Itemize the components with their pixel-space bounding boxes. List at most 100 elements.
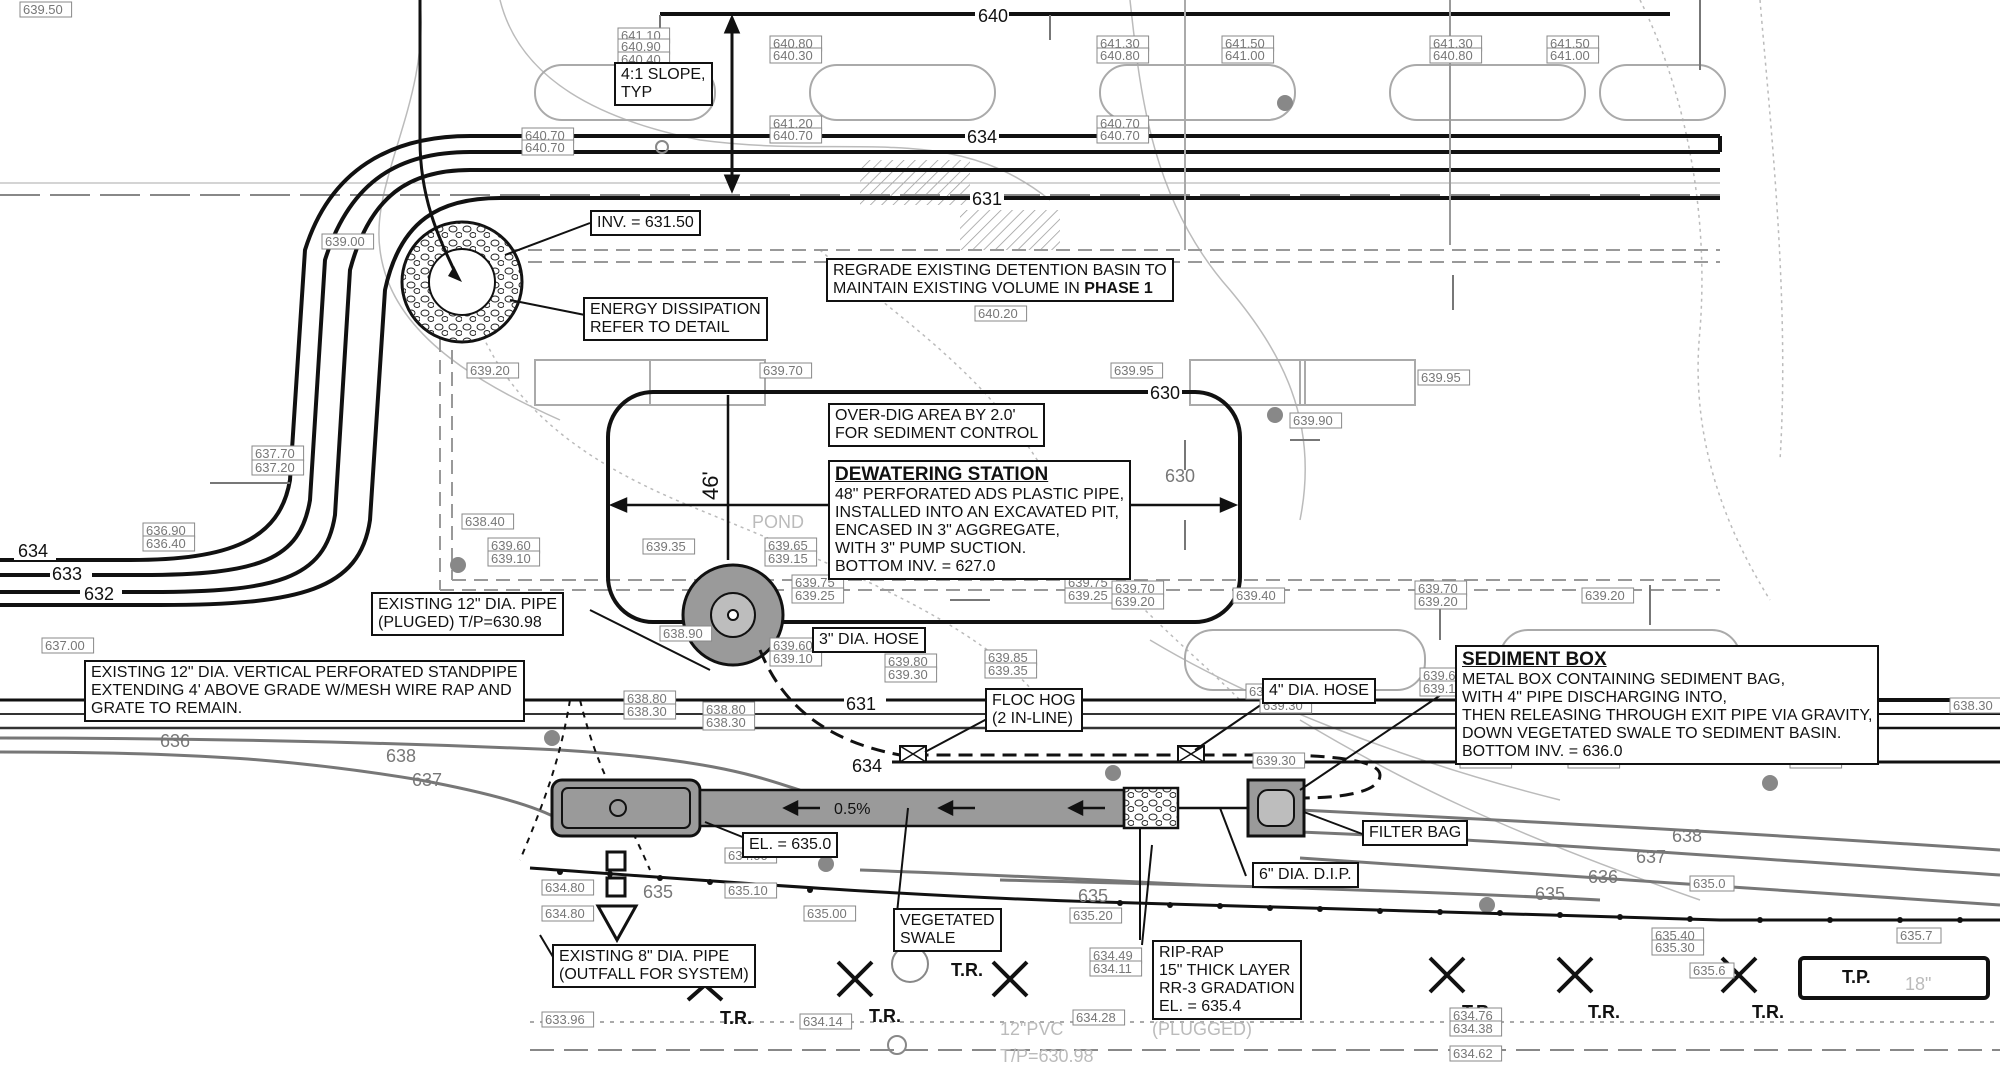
regrade-callout: REGRADE EXISTING DETENTION BASIN TO MAIN… (826, 258, 1174, 302)
spot-elevation: 641.00 (1225, 48, 1265, 63)
spot-elevation: 639.75 (795, 575, 835, 590)
spot-elevation: 639.15 (768, 551, 808, 566)
spot-elevation: 639.30 (888, 667, 928, 682)
tp-label: T.P. (1842, 967, 1871, 987)
contour-633-west: 633 (52, 564, 82, 584)
contour-635-mid: 635 (1078, 886, 1108, 906)
spot-elevation-box (19, 1, 73, 18)
regrade-phase: PHASE 1 (1084, 280, 1153, 297)
dewatering-title: DEWATERING STATION (835, 464, 1049, 485)
spot-elevation-box (1896, 927, 1942, 944)
spot-elevation-box (1651, 939, 1705, 956)
spot-elevation: 637.00 (45, 638, 85, 653)
spot-elevation-box (769, 127, 823, 144)
spot-elevation: 639.10 (1423, 681, 1463, 696)
tr-label-1: T.R. (720, 1008, 752, 1028)
spot-elevation-box (1949, 697, 2000, 714)
sediment-box-body: METAL BOX CONTAINING SEDIMENT BAG, WITH … (1462, 671, 1873, 760)
contour-638-east: 638 (1672, 826, 1702, 846)
spot-elevation: 639.35 (646, 539, 686, 554)
contour-637-west: 637 (412, 770, 442, 790)
spot-elevation: 634.11 (1093, 961, 1132, 976)
spot-elevation-box (1581, 587, 1635, 604)
floc-hog-callout: FLOC HOG (2 IN-LINE) (985, 688, 1083, 732)
hose-3in-callout: 3" DIA. HOSE (812, 627, 926, 653)
spot-elevation-box (702, 714, 756, 731)
invert-callout: INV. = 631.50 (590, 210, 701, 236)
spot-elevation-box (466, 362, 520, 379)
spot-elevation-box (984, 662, 1038, 679)
contour-632-west: 632 (84, 584, 114, 604)
spot-elevation-box (521, 139, 575, 156)
spot-elevation-box (799, 1013, 853, 1030)
spot-elevation: 639.25 (1068, 588, 1108, 603)
spot-elevation: 639.70 (763, 363, 803, 378)
spot-elevation-box (1449, 1045, 1503, 1062)
spot-elevation: 634.80 (545, 906, 585, 921)
spot-elevation: 640.70 (1100, 128, 1140, 143)
spot-elevation: 639.60 (1423, 668, 1463, 683)
spot-elevation: 638.80 (627, 691, 667, 706)
filter-bag-callout: FILTER BAG (1362, 820, 1469, 846)
spot-elevation: 636.40 (146, 536, 186, 551)
spot-elevation-box (764, 550, 818, 567)
spot-elevation: 639.20 (1115, 594, 1155, 609)
spot-elevation-box (1111, 593, 1165, 610)
spot-elevation: 639.35 (988, 663, 1028, 678)
spot-elevation: 636.90 (146, 523, 186, 538)
slope-callout: 4:1 SLOPE, TYP (614, 62, 713, 106)
contour-637-east: 637 (1636, 847, 1666, 867)
sediment-box-title: SEDIMENT BOX (1462, 649, 1607, 670)
spot-elevation: 641.50 (1550, 36, 1590, 51)
spot-elevation-box (461, 513, 515, 530)
spot-elevation: 639.20 (470, 363, 510, 378)
bottom-utilities (530, 945, 2000, 1055)
spot-elevation-box (1449, 1020, 1503, 1037)
spot-elevation: 639.20 (1418, 594, 1458, 609)
spot-elevation: 639.70 (1115, 581, 1155, 596)
spot-elevation-box (1429, 47, 1483, 64)
contour-640: 640 (978, 6, 1008, 26)
spot-elevation: 634.80 (545, 880, 585, 895)
spot-elevation-box (1252, 752, 1306, 769)
spot-elevation-box (541, 879, 595, 896)
contour-631-mid: 631 (846, 694, 876, 714)
spot-elevation-box (142, 535, 196, 552)
light-poles (450, 95, 1778, 913)
spot-elevation-box (321, 233, 375, 250)
spot-elevation: 633.96 (545, 1012, 585, 1027)
hatched-area-2 (960, 210, 1060, 250)
spot-elevation-box (1221, 47, 1275, 64)
spot-elevation-box (541, 905, 595, 922)
spot-elevation: 637.70 (255, 446, 295, 461)
spot-elevation: 639.20 (1585, 588, 1625, 603)
spot-elevation: 639.95 (1114, 363, 1154, 378)
spot-elevation: 634.28 (1076, 1010, 1116, 1025)
outfall-structure (595, 850, 639, 944)
spot-elevation-box (1069, 907, 1123, 924)
spot-elevation: 638.30 (627, 704, 667, 719)
spot-elevation: 640.90 (621, 39, 661, 54)
spot-elevation-box (769, 47, 823, 64)
dimension-46-label: 46' (698, 471, 723, 500)
spot-elevation: 634.76 (1453, 1008, 1493, 1023)
ghost-plugged: (PLUGGED) (1152, 1019, 1252, 1039)
spot-elevation-box (487, 550, 541, 567)
spot-elevation: 634.14 (803, 1014, 843, 1029)
spot-elevation: 639.80 (888, 654, 928, 669)
spot-elevation: 639.00 (325, 234, 365, 249)
tr-label-5: T.R. (1588, 1002, 1620, 1022)
tree-protection-fence (1798, 956, 1990, 1000)
spot-elevation: 640.70 (525, 128, 565, 143)
contour-634-mid: 634 (852, 756, 882, 776)
spot-elevation: 640.30 (773, 48, 813, 63)
water-line (0, 182, 1720, 196)
spot-elevation-box (1417, 369, 1471, 386)
contour-631: 631 (972, 189, 1002, 209)
spot-elevation: 635.40 (1655, 928, 1695, 943)
dip-6in-callout: 6" DIA. D.I.P. (1252, 862, 1359, 888)
energy-dissipation-callout: ENERGY DISSIPATION REFER TO DETAIL (583, 297, 768, 341)
spot-elevation: 640.80 (773, 36, 813, 51)
spot-elevation: 635.30 (1655, 940, 1695, 955)
